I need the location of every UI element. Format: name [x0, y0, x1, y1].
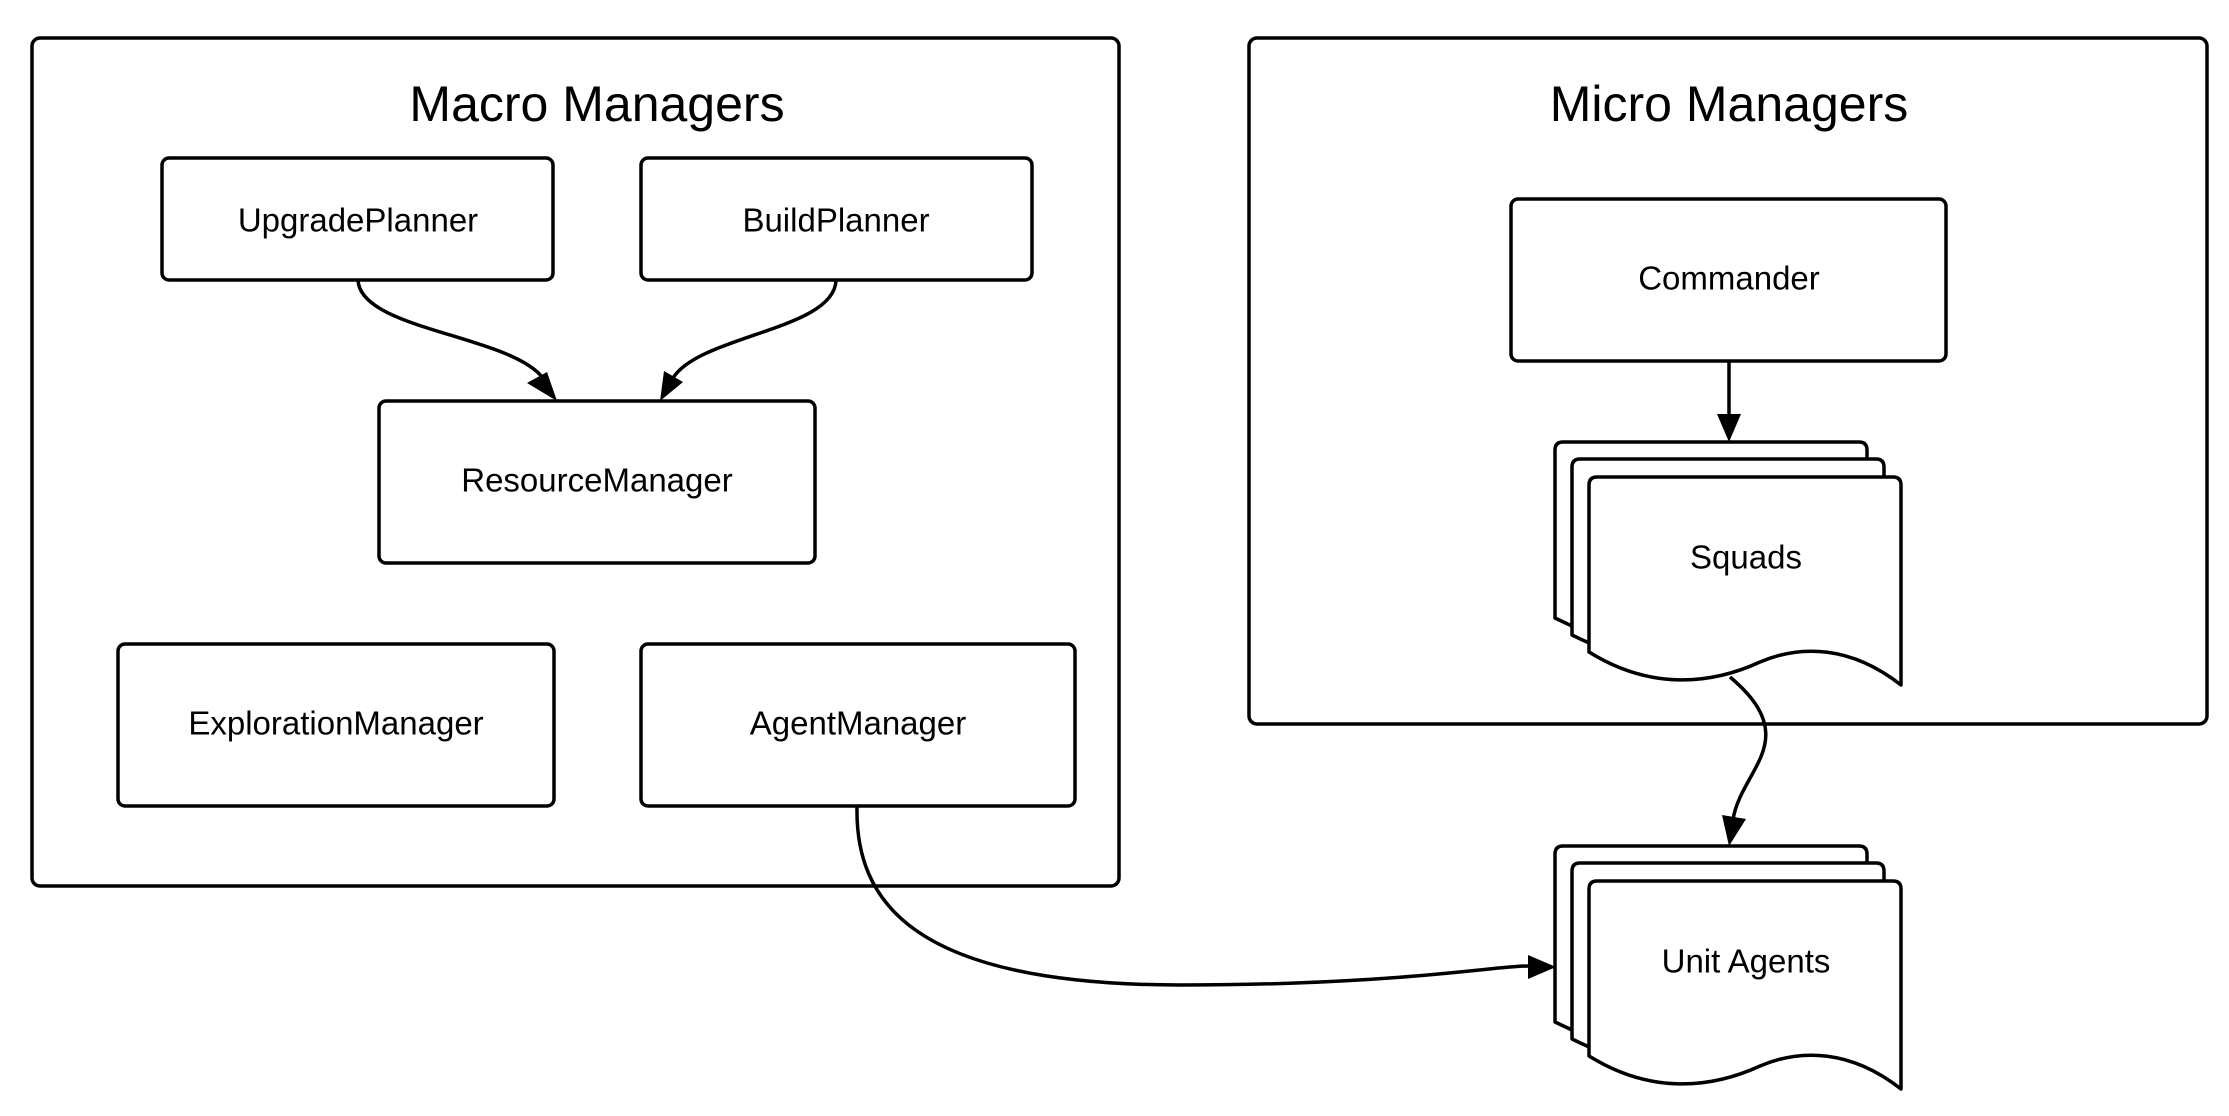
- agent-manager-label: AgentManager: [750, 705, 966, 742]
- commander-label: Commander: [1638, 260, 1820, 297]
- agent-manager-node: [639, 642, 1077, 808]
- edge-squads-unitagents: [1728, 675, 1768, 821]
- resource-manager-label: ResourceManager: [461, 462, 732, 499]
- edge-agentmanager-unitagents: [855, 805, 1531, 987]
- commander-node: [1509, 197, 1948, 363]
- edge-upgradeplanner-resourcemanager: [356, 279, 545, 380]
- unit-agents-doc-front: [1587, 879, 1903, 1091]
- micro-managers-title: Micro Managers: [1550, 76, 1908, 132]
- upgrade-planner-node: [160, 156, 555, 282]
- squads-label: Squads: [1690, 539, 1802, 576]
- edge-buildplanner-resourcemanager: [671, 279, 838, 379]
- unit-agents-node: Unit Agents: [1553, 844, 1903, 1091]
- edge-squads-unitagents-arrowhead: [1722, 815, 1746, 846]
- edge-commander-squads-arrowhead: [1717, 414, 1741, 442]
- upgrade-planner-label: UpgradePlanner: [238, 202, 478, 239]
- squads-doc-front: [1587, 475, 1903, 687]
- edge-buildplanner-resourcemanager-arrowhead: [660, 371, 683, 401]
- unit-agents-label: Unit Agents: [1662, 943, 1831, 980]
- squads-node: Squads: [1553, 440, 1903, 687]
- edge-upgradeplanner-resourcemanager-arrowhead: [527, 372, 557, 401]
- build-planner-node: [639, 156, 1034, 282]
- exploration-manager-node: [116, 642, 556, 808]
- edge-agentmanager-unitagents-arrowhead: [1528, 955, 1556, 979]
- resource-manager-node: [377, 399, 817, 565]
- exploration-manager-label: ExplorationManager: [188, 705, 483, 742]
- build-planner-label: BuildPlanner: [742, 202, 929, 239]
- macro-managers-title: Macro Managers: [409, 76, 784, 132]
